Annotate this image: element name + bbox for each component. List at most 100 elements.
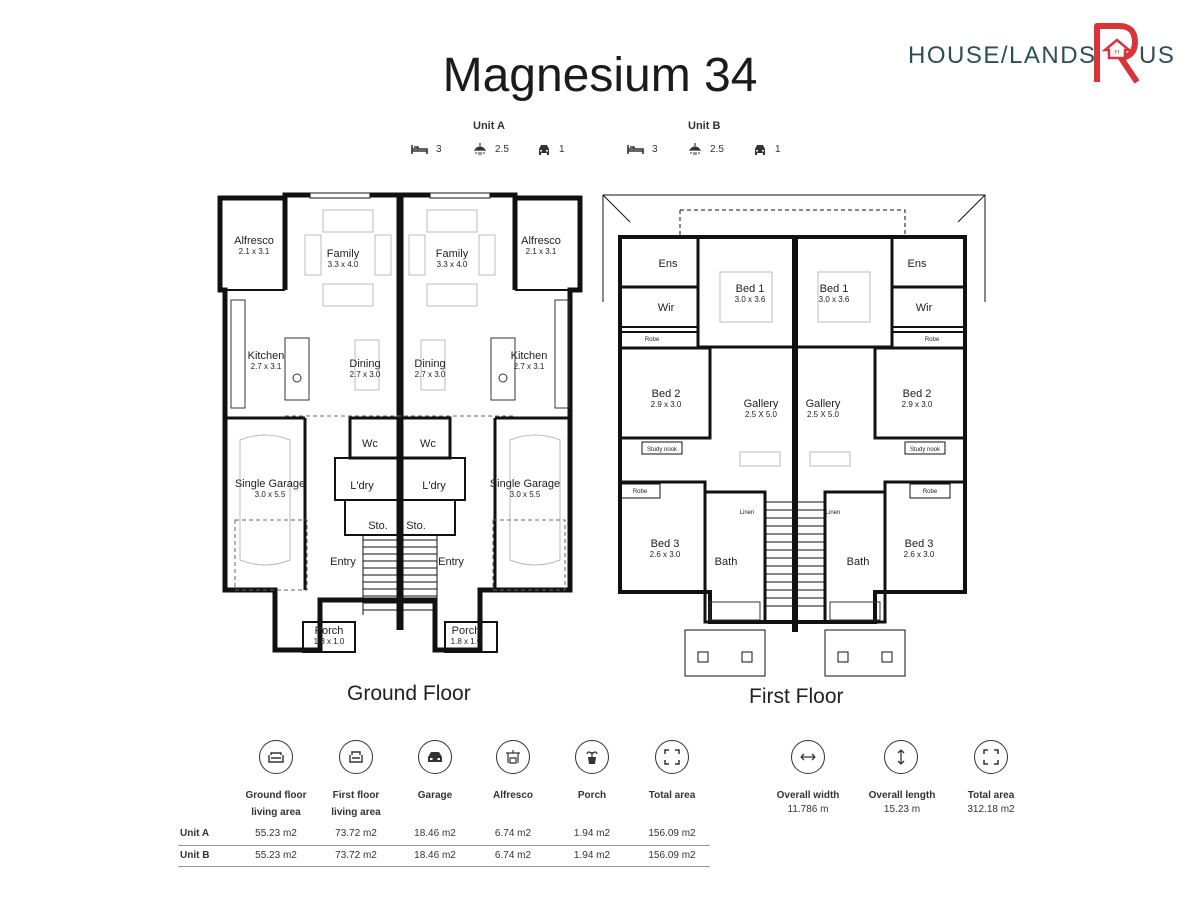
room-linen-a: Linen — [739, 510, 755, 516]
unit-b-beds: 3 — [627, 144, 658, 155]
room-store-b: Sto. — [406, 520, 426, 532]
unit-a-beds: 3 — [411, 144, 442, 155]
ground-floor-caption: Ground Floor — [347, 682, 471, 705]
ground-floor-plan — [217, 192, 583, 653]
room-wir-b: Wir — [915, 302, 933, 314]
cell-a-first: 73.72 m2 — [335, 828, 377, 839]
total-area-label: Total area — [967, 790, 1015, 801]
bed-icon — [411, 145, 428, 154]
first-floor-caption: First Floor — [749, 685, 844, 708]
room-wc-b: Wc — [420, 438, 436, 450]
room-study-a: Study nook — [646, 447, 678, 453]
room-wc-a: Wc — [362, 438, 378, 450]
overall-length-value: 15.23 m — [883, 804, 921, 815]
unit-b-baths: 2.5 — [688, 142, 724, 156]
overall-length-label: Overall length — [868, 790, 936, 801]
room-robe-b1: Robe — [924, 337, 940, 343]
room-laundry-b: L'dry — [422, 480, 446, 492]
room-entry-a: Entry — [330, 556, 356, 568]
plant-pot-icon — [575, 740, 609, 774]
row-label-unit-a: Unit A — [180, 828, 210, 839]
cell-a-porch: 1.94 m2 — [573, 828, 611, 839]
room-ensuite-b: Ens — [907, 258, 927, 270]
room-wir-a: Wir — [657, 302, 675, 314]
frame-icon — [655, 740, 689, 774]
car-icon — [755, 145, 765, 155]
armchair-icon — [339, 740, 373, 774]
cell-b-total: 156.09 m2 — [648, 850, 696, 861]
room-bath-b: Bath — [846, 556, 870, 568]
car-icon — [418, 740, 452, 774]
table-divider — [178, 845, 710, 846]
brand-logo: HOUSE/LANDS H US — [908, 20, 1178, 86]
shower-icon — [688, 143, 702, 155]
car-icon — [539, 145, 549, 155]
overall-width-label: Overall width — [776, 790, 840, 801]
svg-text:H: H — [1115, 50, 1119, 56]
unit-b-label: Unit B — [688, 120, 721, 132]
overall-width-value: 11.786 m — [787, 804, 829, 815]
cell-a-alfresco: 6.74 m2 — [494, 828, 532, 839]
unit-a-cars: 1 — [537, 144, 565, 155]
bed-icon — [627, 145, 644, 154]
room-robe-b2: Robe — [922, 489, 938, 495]
row-label-unit-b: Unit B — [180, 850, 210, 861]
header-total-area: Total area — [648, 790, 696, 801]
room-robe-a1: Robe — [644, 337, 660, 343]
sofa-icon — [259, 740, 293, 774]
cell-b-alfresco: 6.74 m2 — [494, 850, 532, 861]
room-laundry-a: L'dry — [350, 480, 374, 492]
cell-b-garage: 18.46 m2 — [414, 850, 456, 861]
pergola-icon — [496, 740, 530, 774]
header-alfresco: Alfresco — [492, 790, 534, 801]
cell-a-total: 156.09 m2 — [648, 828, 696, 839]
frame-icon — [974, 740, 1008, 774]
header-garage: Garage — [417, 790, 453, 801]
logo-text-left: HOUSE/LANDS — [908, 42, 1097, 69]
unit-a-baths: 2.5 — [473, 142, 509, 156]
unit-b-cars: 1 — [753, 144, 781, 155]
first-floor-plan — [602, 194, 986, 677]
header-porch: Porch — [577, 790, 607, 801]
total-area-value: 312.18 m2 — [967, 804, 1015, 815]
length-arrows-icon — [884, 740, 918, 774]
cell-b-ground: 55.23 m2 — [255, 850, 297, 861]
room-ensuite-a: Ens — [658, 258, 678, 270]
page-title: Magnesium 34 — [442, 49, 758, 102]
room-robe-a2: Robe — [632, 489, 648, 495]
logo-house-r-icon: H — [1094, 23, 1140, 84]
cell-b-porch: 1.94 m2 — [573, 850, 611, 861]
width-arrows-icon — [791, 740, 825, 774]
shower-icon — [473, 143, 487, 155]
room-linen-b: Linen — [825, 510, 841, 516]
logo-text-right: US — [1139, 42, 1176, 69]
cell-b-first: 73.72 m2 — [335, 850, 377, 861]
cell-a-garage: 18.46 m2 — [414, 828, 456, 839]
room-entry-b: Entry — [438, 556, 464, 568]
room-study-b: Study nook — [909, 447, 941, 453]
room-bath-a: Bath — [714, 556, 738, 568]
cell-a-ground: 55.23 m2 — [255, 828, 297, 839]
table-divider — [178, 866, 710, 867]
